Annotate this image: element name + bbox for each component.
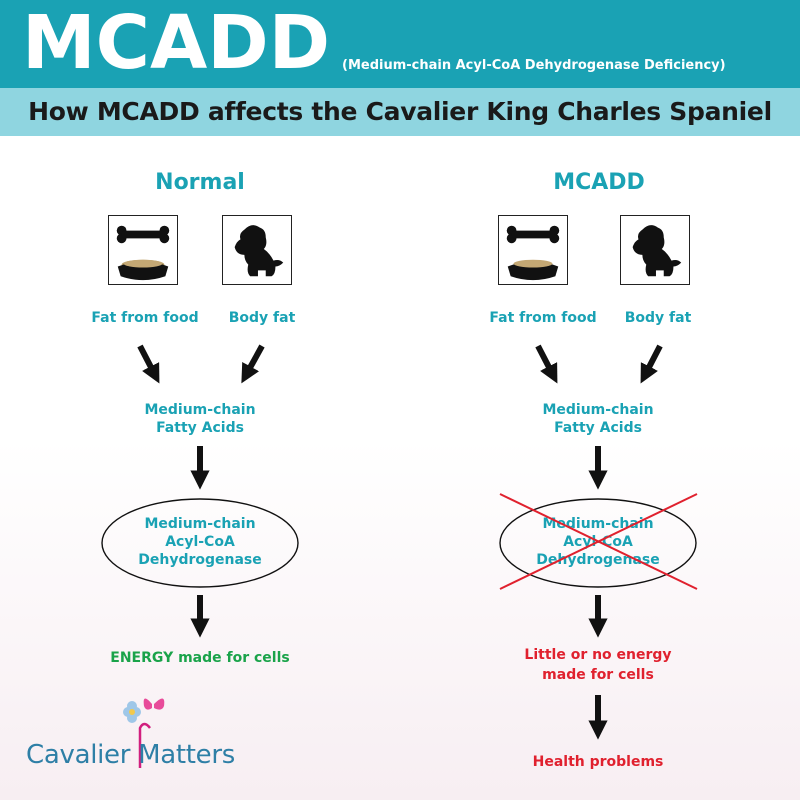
mcadd-acids-line2: Fatty Acids	[554, 420, 642, 436]
normal-enzyme-line1: Medium-chain	[144, 516, 256, 532]
bone-food-bowl-icon	[108, 215, 178, 285]
normal-acids-line2: Fatty Acids	[156, 420, 244, 436]
dog-silhouette-icon	[620, 215, 690, 285]
arrow-food-to-acids	[137, 344, 160, 384]
arrow-body-to-acids	[241, 344, 265, 384]
normal-result: ENERGY made for cells	[110, 650, 290, 666]
bone-food-bowl-icon	[498, 215, 568, 285]
arrow-food-to-acids	[535, 344, 558, 384]
normal-enzyme-line2: Acyl-CoA	[165, 534, 235, 550]
mcadd-result-line2: made for cells	[542, 667, 654, 683]
mcadd-enzyme-line2: Acyl-CoA	[563, 534, 633, 550]
normal-enzyme-line3: Dehydrogenase	[138, 552, 262, 568]
mcadd-heading: MCADD	[553, 170, 645, 195]
logo-title: MCADD	[22, 0, 331, 86]
mcadd-acids-line1: Medium-chain	[542, 402, 654, 418]
subtitle: (Medium-chain Acyl-CoA Dehydrogenase Def…	[342, 58, 726, 73]
normal-heading: Normal	[155, 170, 245, 195]
mcadd-source-body: Body fat	[624, 310, 692, 326]
mcadd-enzyme-line1: Medium-chain	[542, 516, 654, 532]
mcadd-enzyme-line3: Dehydrogenase	[536, 552, 660, 568]
mcadd-source-food: Fat from food	[489, 310, 597, 326]
mcadd-result-line1: Little or no energy	[524, 647, 672, 663]
flower-icon	[123, 701, 141, 723]
butterfly-icon	[143, 698, 165, 710]
normal-source-body: Body fat	[228, 310, 296, 326]
brand-logo-text: Cavalier Matters	[26, 740, 235, 770]
title-band	[0, 88, 800, 136]
page-title: How MCADD affects the Cavalier King Char…	[28, 97, 772, 126]
brand-artwork	[123, 698, 165, 768]
normal-source-food: Fat from food	[91, 310, 199, 326]
header-band	[0, 0, 800, 88]
arrow-body-to-acids	[640, 344, 663, 384]
mcadd-outcome: Health problems	[532, 754, 664, 770]
normal-acids-line1: Medium-chain	[144, 402, 256, 418]
dog-silhouette-icon	[222, 215, 292, 285]
